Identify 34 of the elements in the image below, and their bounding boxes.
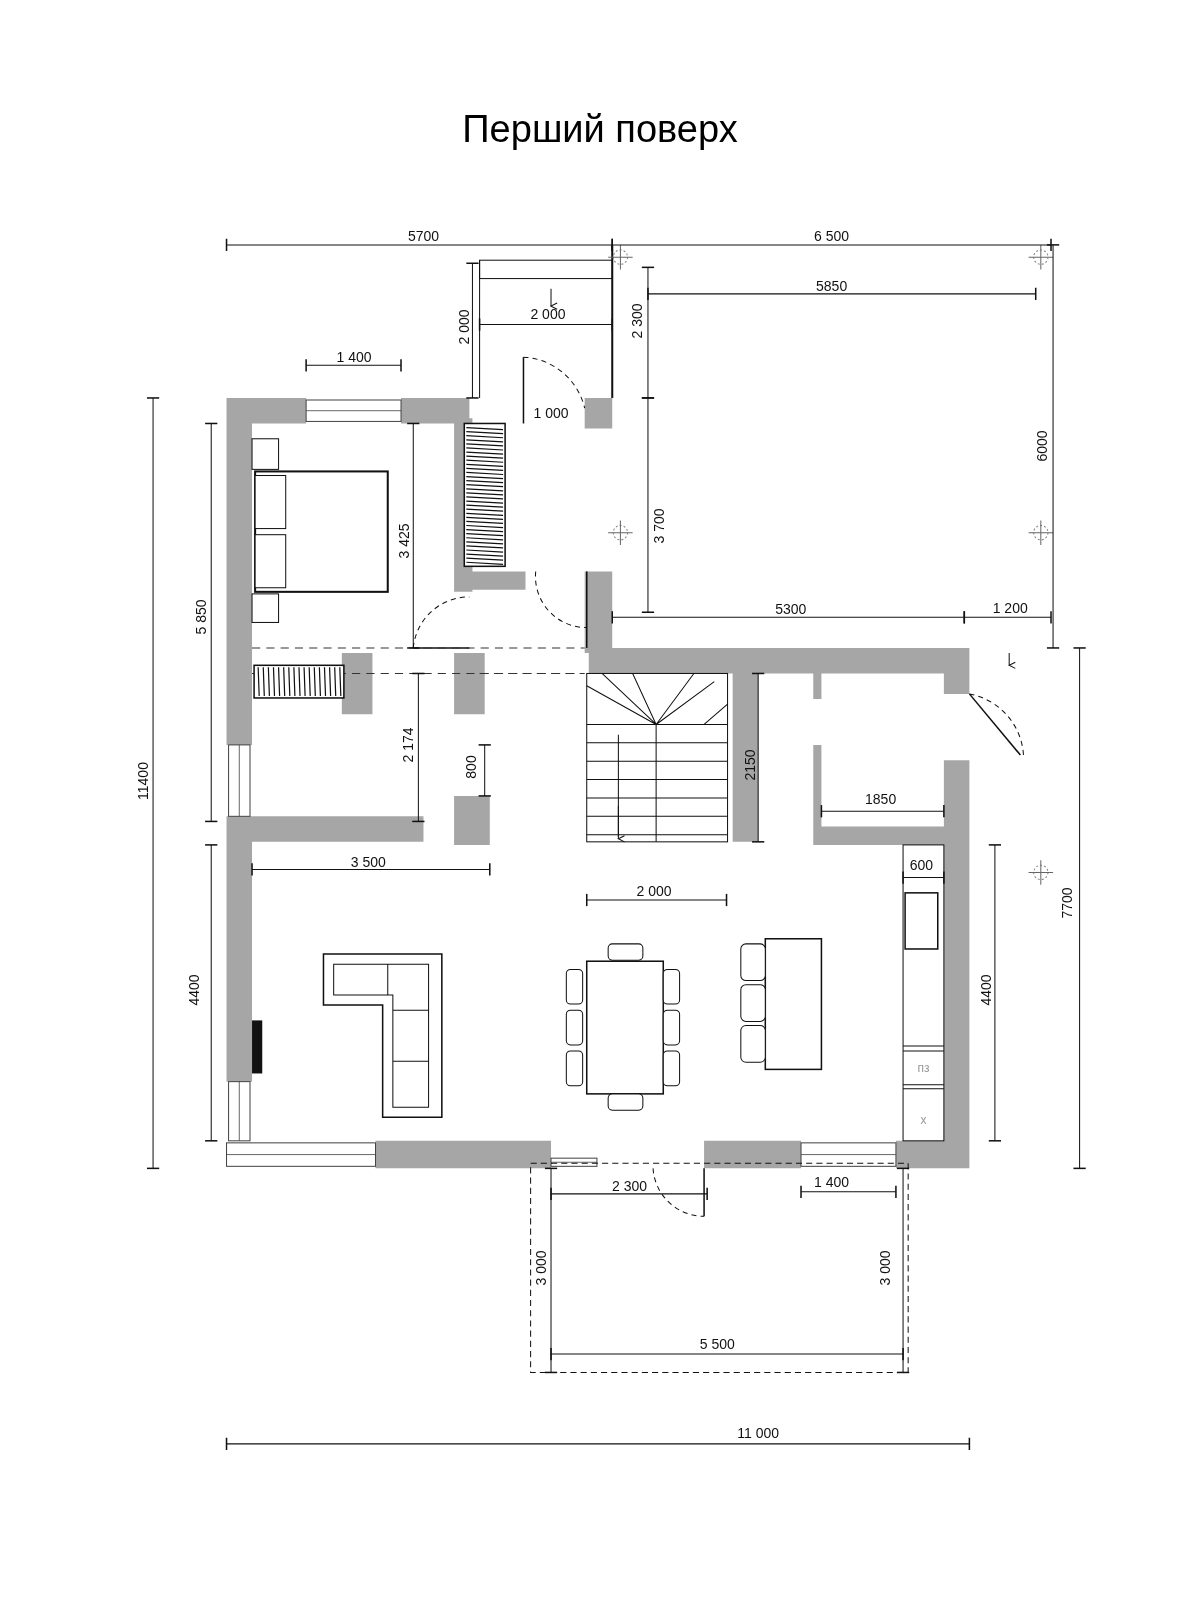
dimension-label: 5 850 [193, 599, 209, 635]
dimension-label: 2 300 [612, 1178, 648, 1194]
dimension-label: 11400 [135, 761, 151, 800]
dimension-label: 1 400 [814, 1174, 850, 1190]
dimension-label: 600 [909, 857, 934, 873]
dimension-label: 3 700 [651, 508, 667, 543]
plan-title: Перший поверх [462, 108, 738, 151]
dimension-label: 1 400 [336, 349, 372, 365]
dimension-label: 3 425 [396, 523, 412, 559]
dimension-label: 2 000 [456, 309, 472, 345]
dimension-label: 2 000 [530, 306, 566, 322]
dimension-label: 2 174 [400, 727, 416, 763]
appliance-label: пз [917, 1060, 930, 1076]
dimension-label: 11 000 [737, 1425, 780, 1441]
dimension-label: 5300 [775, 601, 807, 617]
dimension-label: 7700 [1059, 887, 1075, 919]
appliance-label: х [920, 1112, 927, 1128]
dimension-label: 800 [463, 755, 479, 779]
dimension-label: 5850 [816, 278, 848, 294]
dimension-label: 4400 [978, 974, 994, 1006]
dimension-label: 1 000 [533, 405, 569, 421]
dimension-label: 1 200 [992, 600, 1028, 616]
dimension-label: 2150 [742, 749, 758, 781]
dimension-label: 2 300 [629, 303, 645, 339]
dimension-label: 2 000 [636, 883, 672, 899]
dimension-label: 3 500 [350, 854, 386, 870]
dimension-label: 5 500 [699, 1336, 735, 1352]
dimension-label: 6000 [1034, 430, 1050, 462]
dimension-label: 5700 [407, 228, 440, 244]
dimension-label: 3 000 [533, 1250, 549, 1286]
dimension-label: 6 500 [814, 228, 850, 244]
dimension-label: 1850 [865, 791, 897, 807]
dimension-label: 3 000 [877, 1250, 893, 1286]
dimension-label: 4400 [186, 974, 202, 1006]
